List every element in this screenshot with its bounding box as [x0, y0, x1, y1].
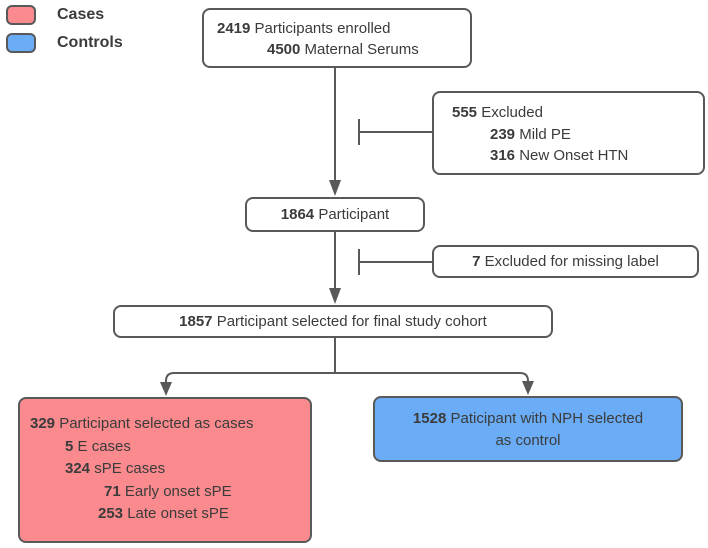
excluded1-line-3: 316 New Onset HTN [490, 145, 703, 167]
controls-count: 1528 [412, 410, 447, 427]
spe-cases-label: sPE cases [94, 460, 166, 477]
cases-line-5: 253 Late onset sPE [98, 503, 310, 526]
arrowhead-1864 [329, 180, 341, 196]
node-controls: 1528 Paticipant with NPH selected as con… [373, 396, 683, 462]
htn-label: New Onset HTN [519, 147, 629, 164]
node-final-cohort: 1857 Participant selected for final stud… [113, 305, 553, 338]
cases-line-1: 329 Participant selected as cases [30, 413, 310, 436]
final-cohort-label: Participant selected for final study coh… [216, 313, 487, 330]
participants-count: 1864 [280, 206, 315, 223]
arrowhead-controls [522, 381, 534, 395]
controls-line-1: 1528 Paticipant with NPH selected [375, 408, 681, 430]
legend-controls-swatch [6, 33, 36, 53]
serums-label: Maternal Serums [304, 41, 419, 58]
e-cases-count: 5 [65, 437, 74, 455]
htn-count: 316 [490, 147, 516, 164]
excluded1-line-1: 555 Excluded [452, 102, 703, 124]
cases-count: 329 [30, 415, 56, 432]
late-spe-label: Late onset sPE [127, 505, 229, 522]
branch-left-to-cases [165, 372, 335, 383]
participants-line: 1864 Participant [281, 206, 389, 223]
cases-label: Participant selected as cases [59, 415, 254, 432]
missing-count: 7 [472, 253, 481, 270]
enrolled-line-1: 2419 Participants enrolled [217, 18, 470, 39]
spe-cases-count: 324 [65, 460, 91, 477]
legend-controls-label: Controls [57, 34, 123, 51]
controls-label-1: Paticipant with NPH selected [450, 410, 644, 427]
participants-label: Participant [318, 206, 390, 223]
excluded1-count: 555 [452, 104, 478, 121]
node-participants-1864: 1864 Participant [245, 197, 425, 232]
legend-cases-swatch [6, 5, 36, 25]
arrowhead-cases [160, 382, 172, 396]
node-excluded-pe-htn: 555 Excluded 239 Mild PE 316 New Onset H… [432, 91, 705, 175]
e-cases-label: E cases [77, 437, 131, 455]
node-participants-enrolled: 2419 Participants enrolled 4500 Maternal… [202, 8, 472, 68]
early-spe-count: 71 [104, 482, 121, 500]
cases-line-4: 71 Early onset sPE [104, 481, 310, 504]
mild-pe-label: Mild PE [519, 125, 571, 143]
serums-count: 4500 [267, 41, 301, 58]
node-cases: 329 Participant selected as cases 5 E ca… [18, 397, 312, 543]
late-spe-count: 253 [98, 505, 124, 522]
branch-right-to-controls [335, 372, 529, 382]
enrolled-line-2: 4500 Maternal Serums [267, 39, 470, 60]
final-cohort-count: 1857 [179, 313, 213, 330]
mild-pe-count: 239 [490, 125, 516, 143]
early-spe-label: Early onset sPE [124, 482, 232, 500]
cases-line-2: 5 E cases [65, 436, 310, 459]
node-excluded-missing-label: 7 Excluded for missing label [432, 245, 699, 278]
enrolled-count: 2419 [217, 20, 251, 37]
legend-cases-label: Cases [57, 6, 105, 23]
final-cohort-line: 1857 Participant selected for final stud… [179, 313, 487, 330]
arrowhead-1857 [329, 288, 341, 304]
cases-line-3: 324 sPE cases [65, 458, 310, 481]
controls-line-2: as control [495, 432, 561, 449]
excluded2-line: 7 Excluded for missing label [472, 253, 659, 270]
enrolled-label: Participants enrolled [254, 20, 391, 37]
excluded1-label: Excluded [481, 104, 543, 121]
excluded1-line-2: 239 Mild PE [490, 124, 703, 146]
missing-label: Excluded for missing label [484, 253, 659, 270]
